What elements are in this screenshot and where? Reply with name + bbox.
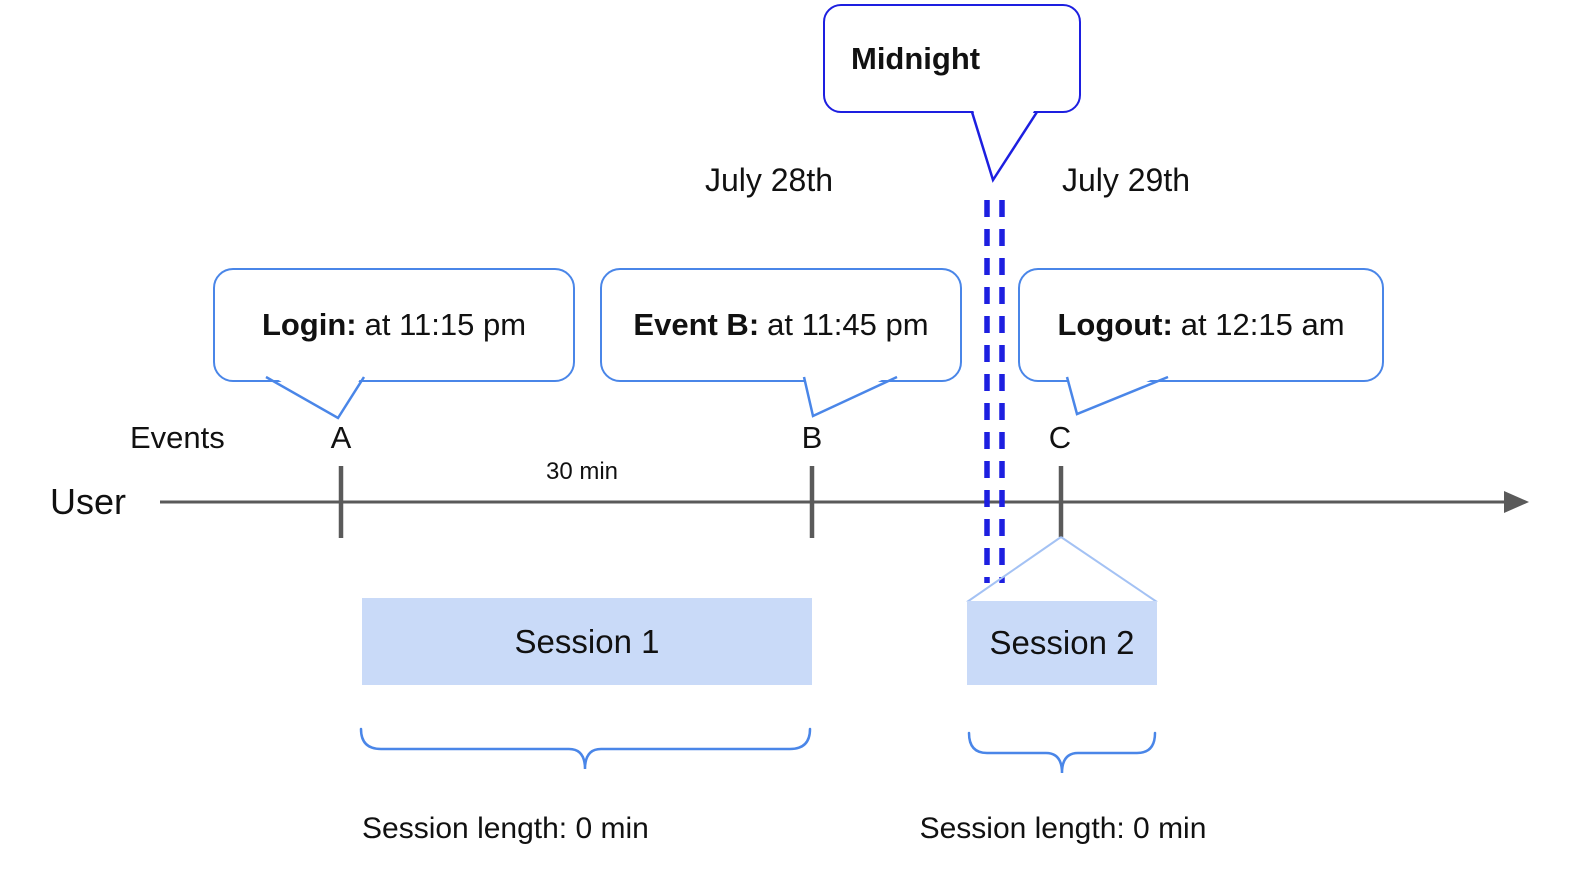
logout-tail-outline xyxy=(1065,375,1169,416)
event-b-callout-detail: at 11:45 pm xyxy=(767,307,929,342)
session2-label: Session 2 xyxy=(989,624,1135,661)
event-b-callout-title: Event B: xyxy=(633,307,760,342)
session2-wedge-lines xyxy=(966,536,1158,603)
logout-callout-title: Logout: xyxy=(1057,307,1173,342)
events-row-label: Events xyxy=(130,420,225,455)
user-row-label: User xyxy=(50,481,127,522)
session1-box: Session 1 xyxy=(362,598,812,685)
timeline-arrowhead-icon xyxy=(1504,491,1529,513)
interval-label-30min: 30 min xyxy=(545,458,619,485)
logout-callout-detail: at 12:15 am xyxy=(1180,307,1345,342)
event-marker-c: C xyxy=(1048,420,1072,455)
session2-length-label: Session length: 0 min xyxy=(919,812,1207,845)
login-callout: Login: at 11:15 pm xyxy=(213,268,575,382)
event-b-tail-outline xyxy=(802,375,898,418)
date-label-july-29: July 29th xyxy=(1061,162,1191,198)
login-callout-title: Login: xyxy=(261,307,357,342)
session2-brace xyxy=(967,731,1157,774)
date-label-july-28: July 28th xyxy=(704,162,834,198)
session2-box: Session 2 xyxy=(967,601,1157,685)
event-marker-a: A xyxy=(330,420,352,455)
login-tail-outline xyxy=(265,375,366,420)
session1-label: Session 1 xyxy=(514,622,660,660)
midnight-callout: Midnight xyxy=(823,4,1081,113)
login-callout-detail: at 11:15 pm xyxy=(364,307,527,342)
event-marker-b: B xyxy=(801,420,823,455)
event-b-callout: Event B: at 11:45 pm xyxy=(600,268,962,382)
session1-brace xyxy=(359,727,812,770)
session1-length-label: Session length: 0 min xyxy=(362,812,649,845)
midnight-callout-label: Midnight xyxy=(851,40,981,76)
logout-callout: Logout: at 12:15 am xyxy=(1018,268,1384,382)
